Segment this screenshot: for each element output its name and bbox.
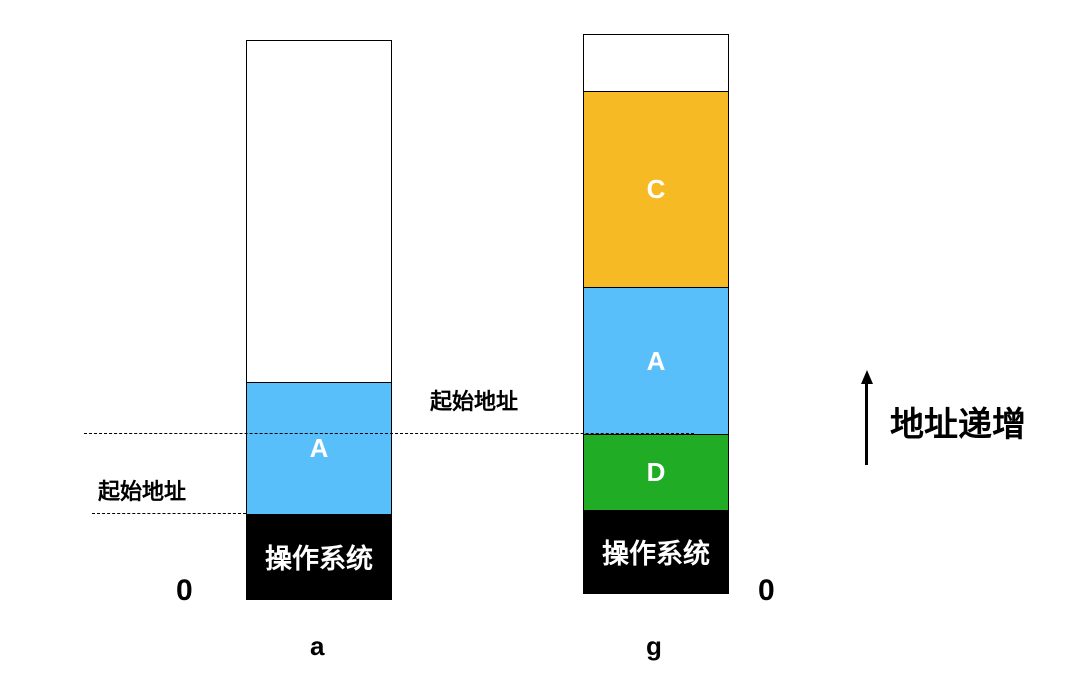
zero-label-g: 0 <box>758 574 775 607</box>
process-c-block: C <box>584 91 728 287</box>
start-address-line-g <box>84 433 694 434</box>
process-a-label-g: A <box>646 345 666 376</box>
memory-column-a: A 操作系统 <box>246 40 392 600</box>
free-block-g <box>584 35 728 91</box>
column-name-g: g <box>646 631 662 661</box>
address-increase-label: 地址递增 <box>890 405 1026 445</box>
os-label-g: 操作系统 <box>602 539 710 570</box>
free-block-a <box>247 41 391 382</box>
os-label-a: 操作系统 <box>265 544 373 575</box>
memory-column-g: C A D 操作系统 <box>583 34 729 594</box>
process-d-block: D <box>584 434 728 510</box>
arrow-shaft <box>865 382 868 465</box>
arrow-up-icon <box>861 370 873 384</box>
os-block-g: 操作系统 <box>584 510 728 593</box>
process-d-label: D <box>646 457 666 487</box>
os-block-a: 操作系统 <box>247 514 391 599</box>
start-address-label-g: 起始地址 <box>430 390 519 415</box>
process-a-block: A <box>247 382 391 514</box>
process-c-label: C <box>646 174 666 204</box>
process-a-block-g: A <box>584 287 728 434</box>
column-name-a: a <box>310 631 325 661</box>
process-a-label: A <box>309 433 329 463</box>
start-address-label-a: 起始地址 <box>98 480 187 505</box>
zero-label-a: 0 <box>176 574 193 607</box>
start-address-line-a <box>92 513 246 514</box>
